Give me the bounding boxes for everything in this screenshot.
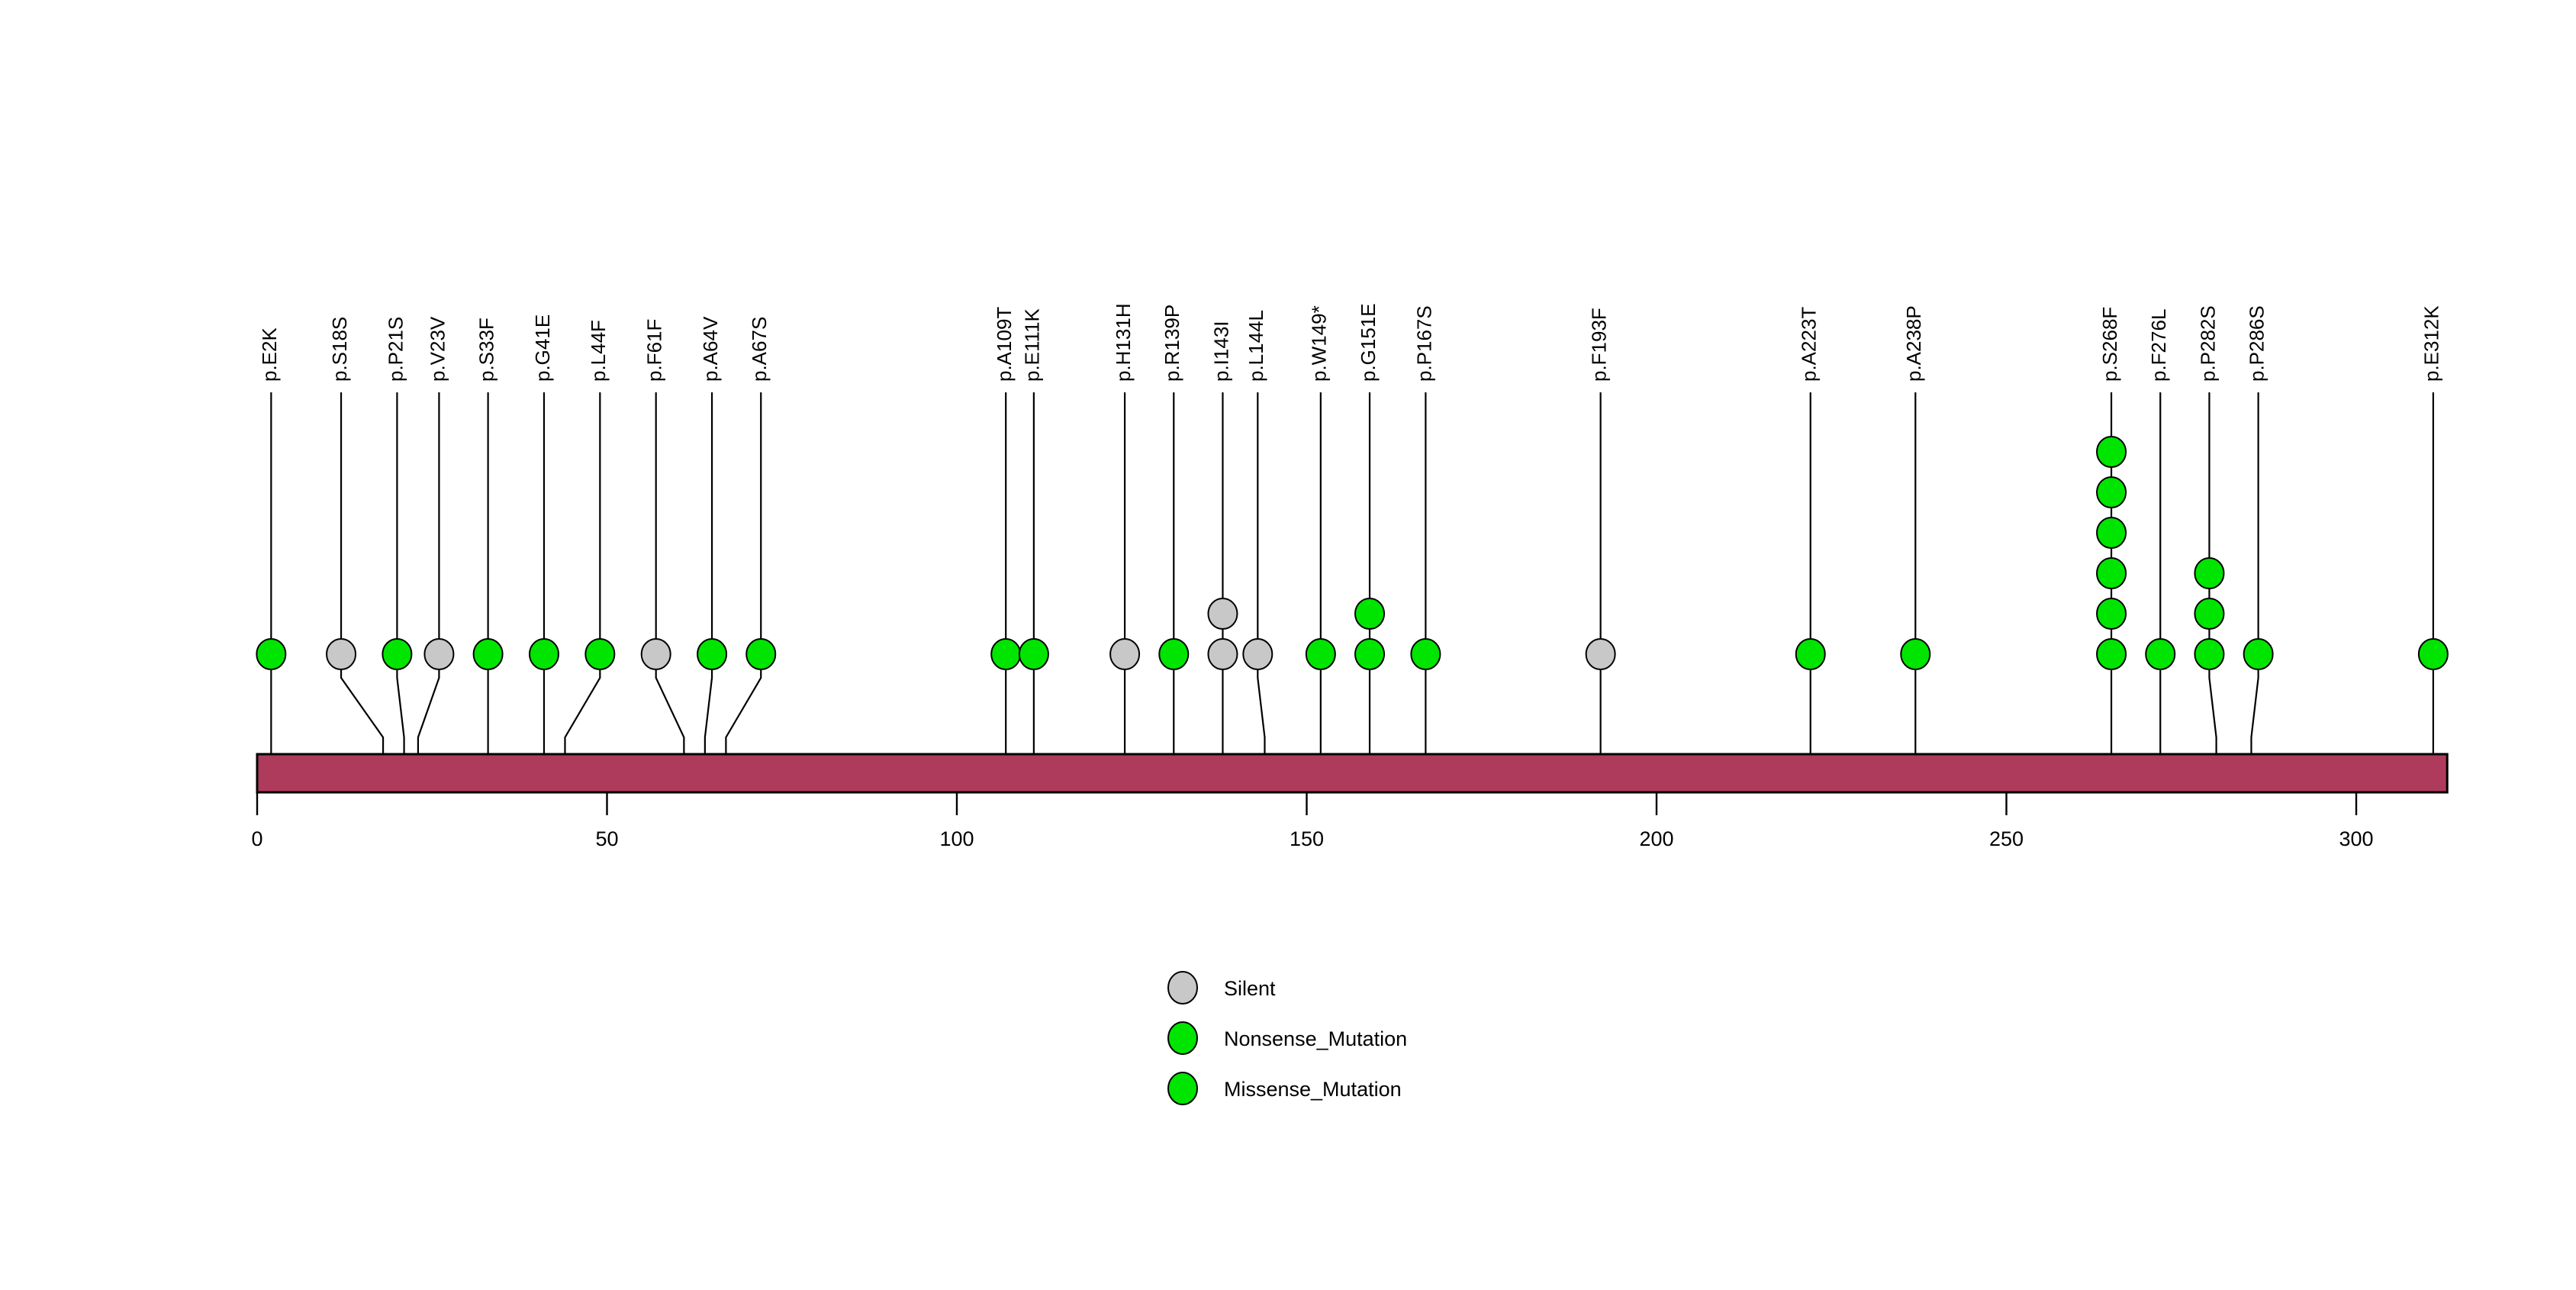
axis-tick-label: 150 <box>1290 827 1324 850</box>
mutation-dot[interactable] <box>1158 638 1190 670</box>
mutation-dot[interactable] <box>528 638 559 670</box>
mutation-dot[interactable] <box>1207 638 1238 670</box>
mutation-dot[interactable] <box>584 638 616 670</box>
mutation-label: p.S18S <box>328 317 351 382</box>
protein-bar-group <box>256 753 2449 794</box>
mutation-label: p.V23V <box>426 316 449 382</box>
mutation-label-group: p.E2K p.S18S p.P21S p.V23V p.S33F p.G41E p.L44… <box>258 303 2443 382</box>
mutation-label: p.R139P <box>1161 305 1183 382</box>
mutation-dot[interactable] <box>2194 557 2225 589</box>
legend-label: Silent <box>1224 977 1276 1000</box>
mutation-stem <box>704 392 713 792</box>
mutation-label: p.F276L <box>2147 309 2170 382</box>
axis-tick-label: 200 <box>1639 827 1673 850</box>
mutation-dot[interactable] <box>2243 638 2274 670</box>
mutation-dot[interactable] <box>326 638 357 670</box>
legend-label: Nonsense_Mutation <box>1224 1027 1407 1050</box>
mutation-dot[interactable] <box>697 638 728 670</box>
mutation-dot[interactable] <box>2145 638 2176 670</box>
mutation-dot[interactable] <box>1109 638 1141 670</box>
mutation-label: p.P167S <box>1412 305 1435 382</box>
mutation-label: p.I143I <box>1209 321 1232 382</box>
axis-tick-label: 300 <box>2339 827 2373 850</box>
mutation-stem <box>2208 392 2217 792</box>
mutation-stem <box>725 392 762 792</box>
mutation-label: p.A64V <box>699 316 722 382</box>
mutation-dot[interactable] <box>1354 638 1386 670</box>
mutation-label: p.W149* <box>1308 305 1331 382</box>
stem-group <box>270 392 2434 792</box>
mutation-dot[interactable] <box>256 638 287 670</box>
mutation-dot[interactable] <box>1900 638 1931 670</box>
mutation-dot[interactable] <box>640 638 671 670</box>
mutation-dot[interactable] <box>2096 436 2127 468</box>
mutation-stem <box>396 392 405 792</box>
mutation-dot[interactable] <box>2194 598 2225 630</box>
legend-swatch <box>1167 1072 1198 1105</box>
axis-tick-label: 0 <box>251 827 262 850</box>
mutation-label: p.H131H <box>1112 303 1135 382</box>
mutation-dot[interactable] <box>1354 598 1386 630</box>
mutation-dot[interactable] <box>2096 638 2127 670</box>
axis-tick-label: 50 <box>595 827 618 850</box>
axis-tick-label: 250 <box>1989 827 2024 850</box>
mutation-label: p.E312K <box>2420 305 2443 382</box>
x-axis-group: 0 50 100 150 200 250 300 <box>251 792 2374 850</box>
mutation-dot[interactable] <box>472 638 504 670</box>
mutation-label: p.S268F <box>2098 307 2121 382</box>
mutation-dot[interactable] <box>990 638 1022 670</box>
mutation-label: p.E2K <box>258 327 281 382</box>
mutation-label: p.P21S <box>384 317 407 382</box>
mutation-dot[interactable] <box>1795 638 1826 670</box>
mutation-label: p.G41E <box>531 314 554 382</box>
mutation-dot[interactable] <box>1585 638 1616 670</box>
mutation-dot[interactable] <box>1207 598 1238 630</box>
legend-swatch <box>1167 1021 1198 1055</box>
mutation-label: p.A67S <box>748 317 771 382</box>
mutation-dot[interactable] <box>2096 476 2127 508</box>
mutation-label: p.A238P <box>1902 305 1925 382</box>
mutation-label: p.F61F <box>643 319 666 382</box>
mutation-label: p.G151E <box>1357 303 1380 382</box>
mutation-dot-group <box>256 436 2449 670</box>
mutation-dot[interactable] <box>2096 598 2127 630</box>
mutation-dot[interactable] <box>745 638 777 670</box>
mutation-dot[interactable] <box>423 638 455 670</box>
mutation-dot[interactable] <box>2096 517 2127 549</box>
mutation-label: p.A109T <box>993 307 1016 382</box>
mutation-label: p.L144L <box>1245 310 1267 382</box>
mutation-stem <box>2250 392 2259 792</box>
mutation-label: p.S33F <box>475 318 497 382</box>
mutation-dot[interactable] <box>1018 638 1049 670</box>
mutation-dot[interactable] <box>1242 638 1274 670</box>
legend-swatch <box>1167 971 1198 1005</box>
mutation-dot[interactable] <box>382 638 413 670</box>
legend-label: Missense_Mutation <box>1224 1078 1402 1101</box>
mutation-dot[interactable] <box>1305 638 1336 670</box>
protein-domain-bar <box>256 753 2449 794</box>
mutation-label: p.P282S <box>2196 305 2219 382</box>
mutation-label: p.A223T <box>1798 307 1821 382</box>
mutation-label: p.P286S <box>2245 305 2268 382</box>
mutation-stem <box>417 392 440 792</box>
mutation-label: p.E111K <box>1021 308 1044 382</box>
mutation-stem <box>564 392 601 792</box>
mutation-label: p.F193F <box>1588 308 1611 382</box>
axis-tick-label: 100 <box>939 827 974 850</box>
mutation-dot[interactable] <box>1410 638 1441 670</box>
mutation-stem <box>340 392 385 792</box>
mutation-stem <box>1257 392 1266 792</box>
mutation-dot[interactable] <box>2194 638 2225 670</box>
mutation-dot[interactable] <box>2417 638 2449 670</box>
mutation-label: p.L44F <box>587 320 610 382</box>
mutation-stem <box>655 392 685 792</box>
mutation-dot[interactable] <box>2096 557 2127 589</box>
